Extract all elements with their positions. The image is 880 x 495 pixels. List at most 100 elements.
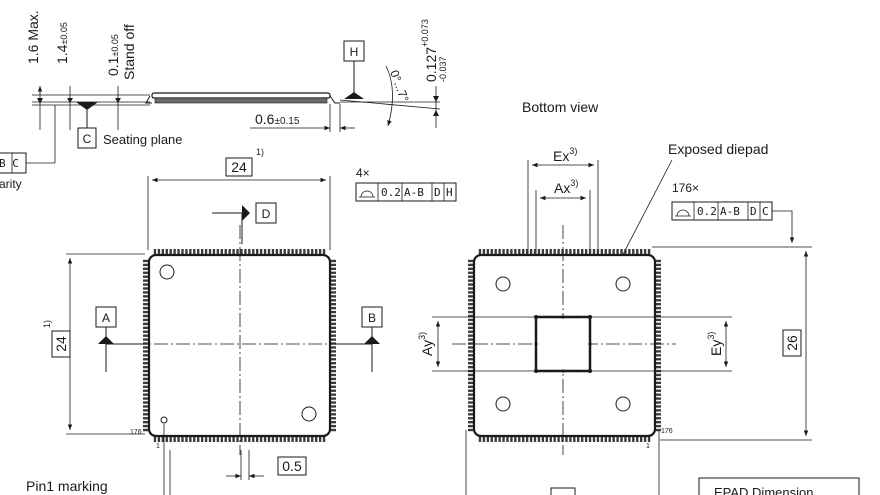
lead-pin <box>494 435 497 442</box>
lead-pin <box>329 318 336 322</box>
lead-pin <box>525 435 529 442</box>
dim-overall: 26 <box>784 335 800 351</box>
lead-pin <box>468 303 475 306</box>
lead-pin <box>329 389 336 392</box>
lead-pin <box>299 249 302 256</box>
lead-pin <box>577 435 580 442</box>
lead-pin <box>468 409 475 412</box>
lead-pin <box>204 249 208 256</box>
lead-pin <box>506 435 509 442</box>
lead-pin <box>143 397 150 400</box>
lead-pin <box>628 435 631 442</box>
lead-pin <box>248 249 251 256</box>
lead-pin <box>654 322 661 326</box>
dim-body-height: 1.4±0.05 <box>54 22 70 64</box>
lead-pin <box>628 249 631 256</box>
lead-pin <box>143 377 150 381</box>
lead-pin <box>143 393 150 396</box>
lead-pin <box>654 381 661 385</box>
lead-pin <box>541 249 545 256</box>
lead-pin <box>624 249 627 256</box>
lead-pin <box>329 385 336 388</box>
lead-pin <box>208 249 212 256</box>
lead-pin <box>537 249 541 256</box>
profile-surface-icon <box>675 209 691 217</box>
lead-pin <box>143 295 150 298</box>
lead-pin <box>468 358 475 361</box>
tolerance-frame <box>355 182 457 202</box>
dim-ay: Ay3) <box>417 332 435 356</box>
bottom-view-title: Bottom view <box>522 99 599 115</box>
lead-pin <box>468 267 475 271</box>
lead-pin <box>468 330 475 333</box>
tolerance-datum-3: H <box>446 186 453 199</box>
lead-pin <box>468 424 475 428</box>
lead-pin <box>165 249 168 256</box>
lead-pin <box>143 291 150 294</box>
lead-pin <box>143 420 150 424</box>
lead-pin <box>173 249 176 256</box>
lead-pin <box>143 409 150 412</box>
pin-first-label-bottom: 1 <box>646 443 650 450</box>
lead-pin <box>329 303 336 306</box>
arrow <box>433 96 439 102</box>
lead-pin <box>279 435 282 442</box>
dim-height-note: 1) <box>42 320 52 328</box>
lead-pin <box>157 435 161 442</box>
lead-pin <box>244 249 247 256</box>
lead-pin <box>584 435 588 442</box>
lead-pin <box>329 373 336 377</box>
lead-pin <box>468 401 475 404</box>
lead-pin <box>197 249 200 256</box>
lead-pin <box>181 435 184 442</box>
lead-pin <box>204 435 208 442</box>
lead-pin <box>143 318 150 322</box>
lead-pin <box>654 389 661 392</box>
lead-pin <box>143 354 150 357</box>
arrow <box>37 98 43 104</box>
lead-pin <box>654 279 661 282</box>
dim-height: 24 <box>53 336 69 352</box>
lead-pin <box>271 435 275 442</box>
lead-pin <box>581 435 584 442</box>
lead-pin <box>259 249 263 256</box>
lead-pin <box>252 435 255 442</box>
dim-ax: Ax3) <box>554 178 578 196</box>
lead-pin <box>654 397 661 400</box>
lead-pin <box>143 330 150 333</box>
lead-pin <box>248 435 251 442</box>
lead-pin <box>143 346 150 349</box>
bottom-view-leads <box>468 249 661 442</box>
lead-pin <box>537 435 541 442</box>
pin-last-label-bottom: 176 <box>661 428 673 435</box>
ejector-mark-icon <box>495 396 511 412</box>
tolerance-datum-bottom-2: D <box>750 205 757 218</box>
lead-pin <box>329 369 336 373</box>
lead-pin <box>612 435 615 442</box>
lead-pin <box>143 310 150 314</box>
lead-pin <box>510 249 513 256</box>
lead-pin <box>557 249 560 256</box>
dim-standoff: 0.1±0.05 <box>105 34 121 76</box>
lead-pin <box>143 338 150 341</box>
lead-pin <box>143 381 150 385</box>
lead-pin <box>557 435 560 442</box>
lead-pin <box>329 362 336 365</box>
lead-pin <box>654 338 661 341</box>
lead-pin <box>468 385 475 388</box>
lead-pin <box>643 249 647 256</box>
lead-pin <box>654 346 661 349</box>
lead-pin <box>143 275 150 278</box>
lead-pin <box>522 435 525 442</box>
lead-pin <box>220 435 223 442</box>
lead-pin <box>275 249 279 256</box>
lead-pin <box>232 435 235 442</box>
datum-triangle-c <box>76 102 98 110</box>
lead-pin <box>212 249 216 256</box>
datum-box-c <box>77 127 97 149</box>
lead-pin <box>468 318 475 322</box>
angle-line <box>339 99 441 110</box>
lead-row-side <box>154 97 328 104</box>
lead-pin <box>498 435 501 442</box>
coplanarity-datums: B C <box>0 157 19 170</box>
